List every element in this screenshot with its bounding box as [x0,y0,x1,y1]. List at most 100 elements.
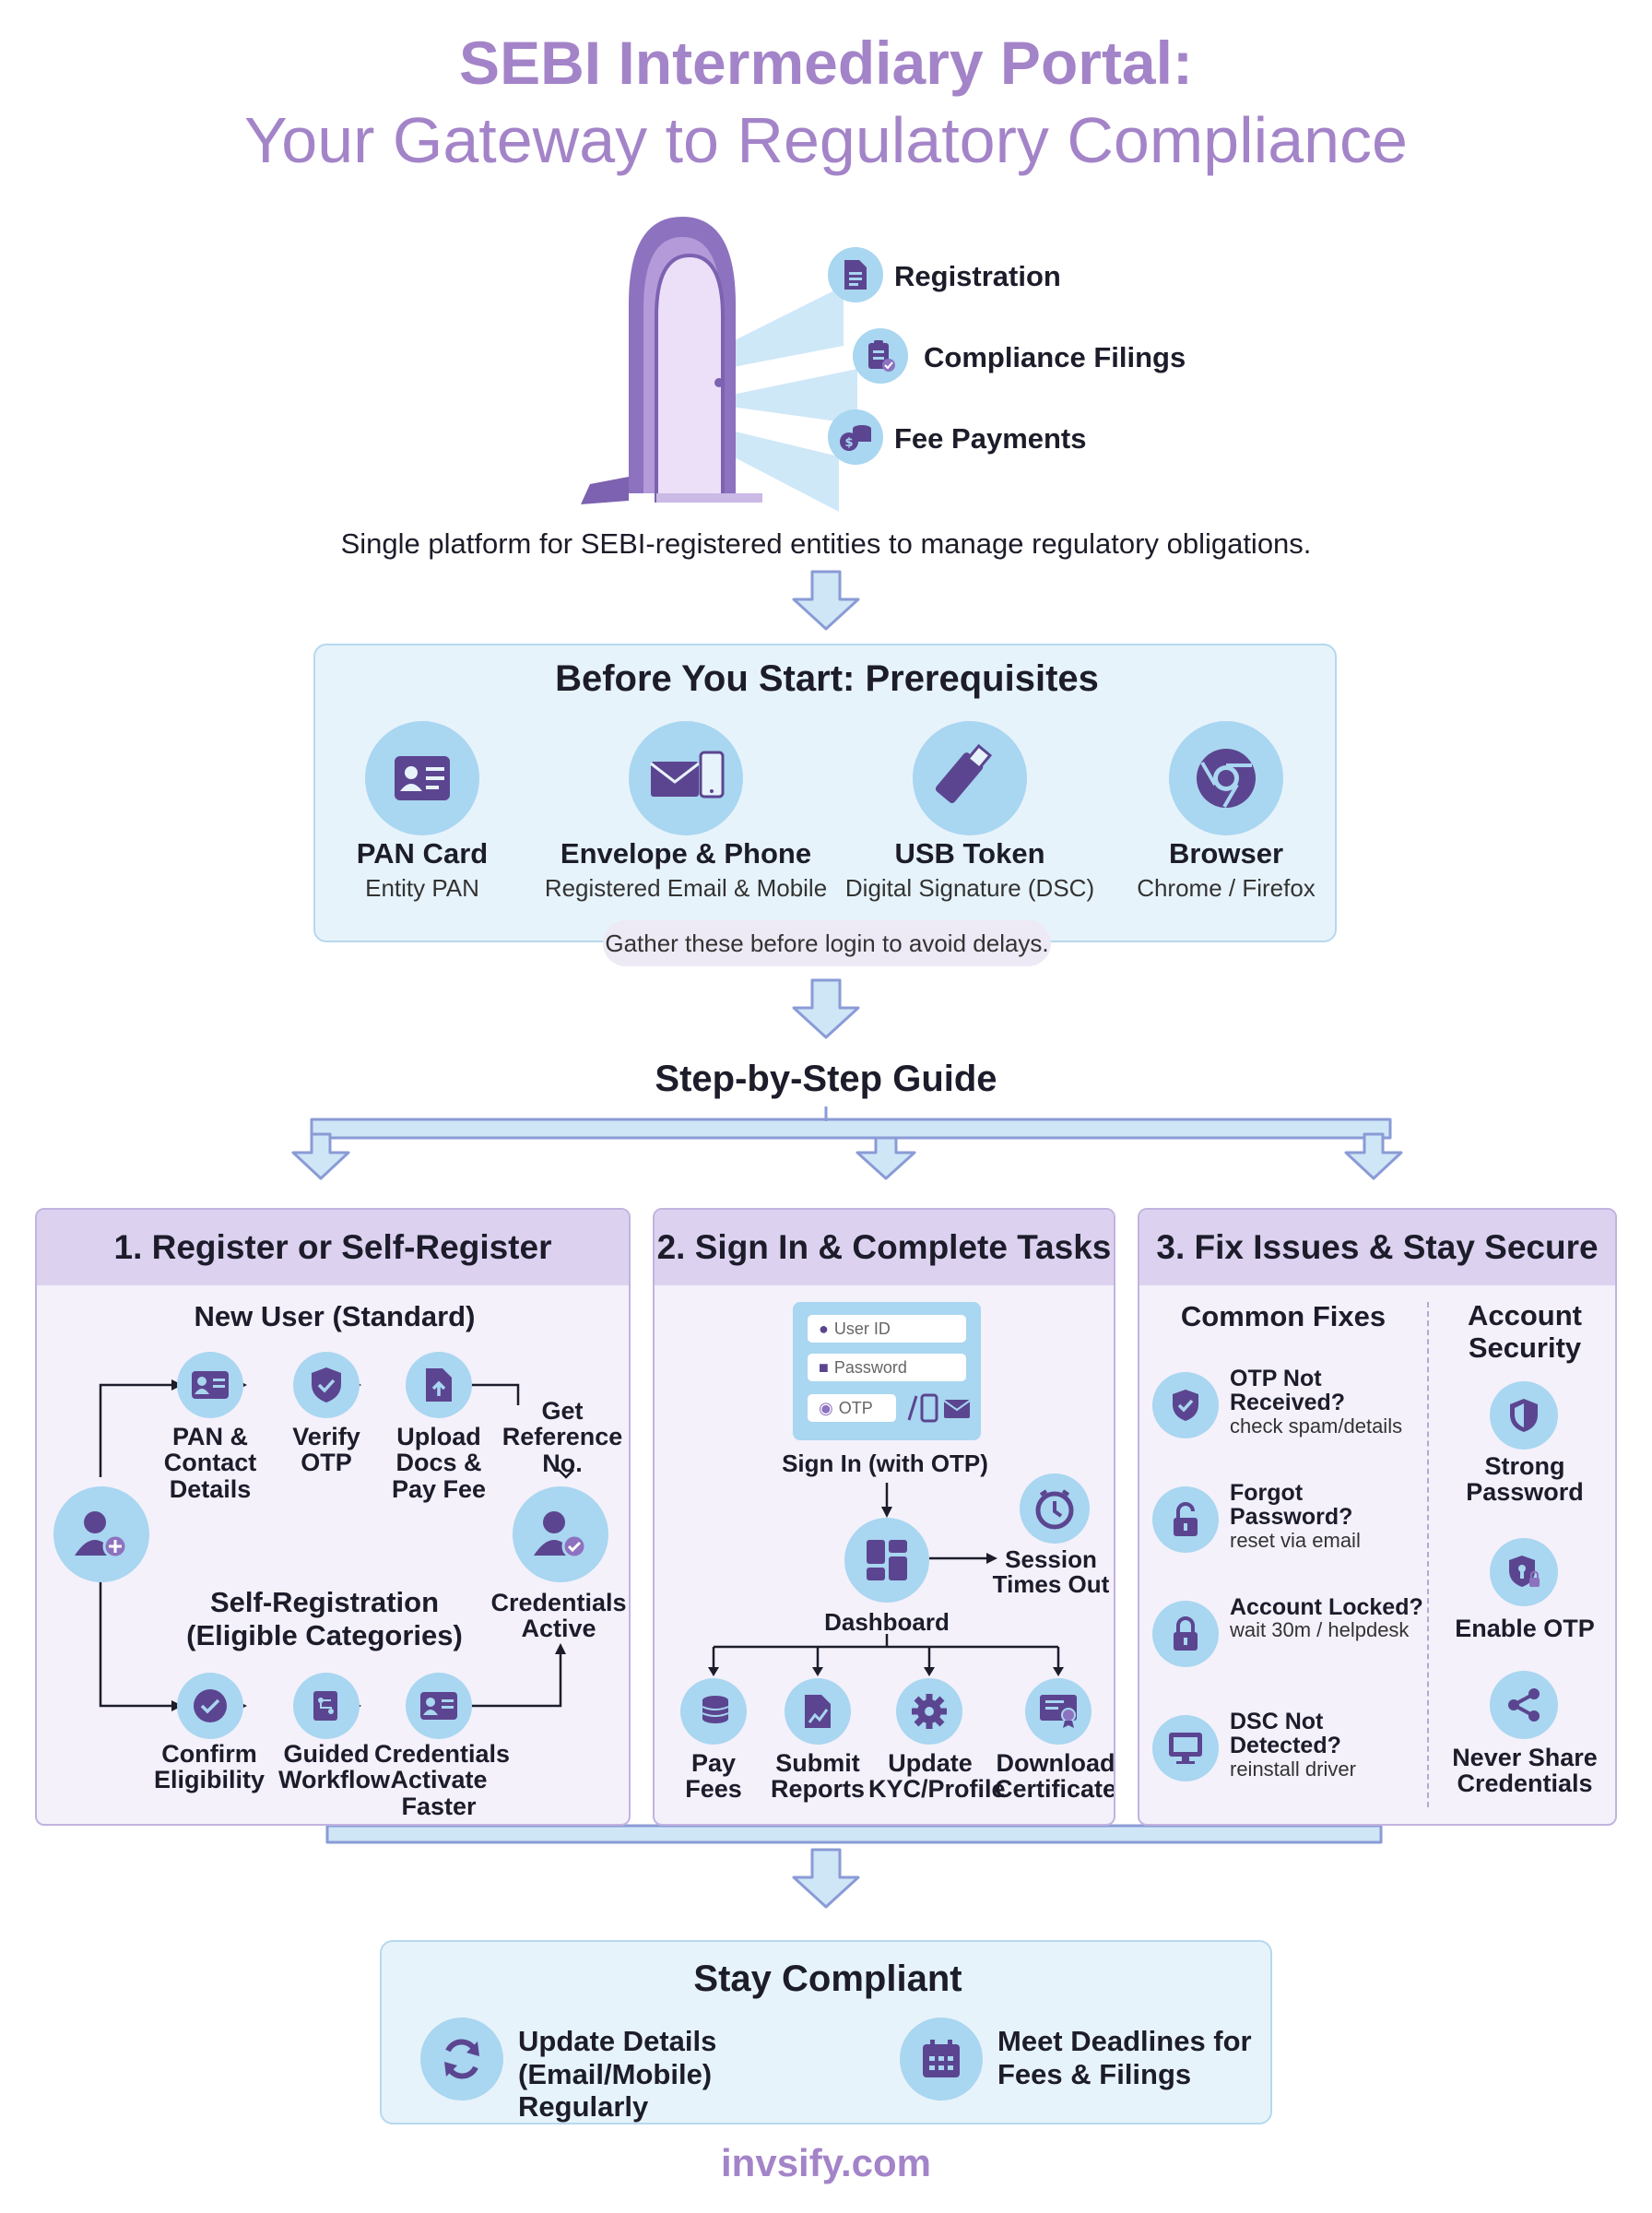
credentials-active-label: Credentials Active [490,1589,627,1643]
id-card-icon [365,721,479,835]
settings-gear-icon [896,1678,962,1745]
otp-field[interactable]: ◉ OTP [808,1394,896,1422]
down-arrow-3 [792,1848,860,1909]
gateway-fee-label: Fee Payments [894,422,1087,455]
shield-check-icon [293,1352,360,1418]
common-fixes-heading: Common Fixes [1180,1300,1386,1332]
step-verify-otp-label: Verify OTP [292,1423,360,1477]
user-check-icon [513,1486,608,1582]
fix-dsc-title: DSC Not Detected? [1230,1709,1341,1759]
envelope-phone-icon [629,721,743,835]
refresh-icon [420,2018,503,2101]
unlock-icon [1152,1486,1219,1553]
step-upload-docs-label: Upload Docs & Pay Fee [391,1423,487,1503]
footer-brand[interactable]: invsify.com [721,2141,931,2184]
prereq-usb-subtitle: Digital Signature (DSC) [844,874,1095,902]
lock-icon [1152,1601,1219,1667]
prereq-pan-subtitle: Entity PAN [365,874,479,902]
otp-check-icon [1152,1372,1219,1438]
fix-locked-hint: wait 30m / helpdesk [1230,1618,1410,1642]
gateway-registration-label: Registration [894,260,1061,292]
column-register-title: 1. Register or Self-Register [37,1210,629,1285]
password-field[interactable]: ■Password [808,1354,966,1381]
add-user-icon [53,1486,149,1582]
merge-bar [325,1824,1383,1844]
prereq-browser-title: Browser [1168,837,1284,870]
gateway-door-illustration [581,217,857,512]
user-id-field[interactable]: ●User ID [808,1315,966,1343]
column-signin: 2. Sign In & Complete Tasks ●User ID ■Pa… [653,1208,1115,1826]
step-confirm-eligibility-label: Confirm Eligibility [153,1740,265,1794]
self-reg-heading-line2: (Eligible Categories) [186,1619,463,1651]
fix-locked-title: Account Locked? [1230,1594,1423,1620]
otp-placeholder: OTP [838,1398,873,1417]
contact-card-icon [177,1352,243,1418]
compliant-meet-deadlines: Meet Deadlines for Fees & Filings [997,2025,1252,2090]
task-update-kyc-label: Update KYC/Profile [868,1749,1006,1804]
step-guided-workflow-label: Guided Workflow [278,1740,390,1794]
dashboard-label: Dashboard [824,1608,950,1636]
prerequisites-note: Gather these before login to avoid delay… [603,920,1051,966]
monitor-icon [1152,1715,1219,1781]
security-never-share-label: Never Share Credentials [1452,1744,1598,1798]
column-signin-title: 2. Sign In & Complete Tasks [655,1210,1114,1285]
stay-compliant-heading: Stay Compliant [693,1959,962,1999]
fix-otp-item: OTP Not Received? check spam/details [1230,1367,1423,1438]
fix-otp-hint: check spam/details [1230,1414,1403,1438]
new-user-heading: New User (Standard) [194,1300,476,1332]
self-reg-heading-line1: Self-Registration [209,1586,440,1618]
prerequisites-panel: Before You Start: Prerequisites PAN Card… [313,644,1337,966]
svg-text:$: $ [844,436,853,450]
column-fix-issues: 3. Fix Issues & Stay Secure Common Fixes… [1138,1208,1617,1826]
stay-compliant-panel: Stay Compliant Update Details (Email/Mob… [380,1940,1272,2124]
login-form: ●User ID ■Password ◉ OTP [793,1302,981,1440]
self-reg-heading: Self-Registration (Eligible Categories) [177,1586,472,1652]
calendar-icon [900,2018,983,2101]
task-download-cert-label: Download Certificate [994,1749,1115,1804]
fix-password-item: Forgot Password? reset via email [1230,1481,1423,1552]
password-placeholder: Password [833,1357,907,1377]
coins-icon: $ [828,409,883,465]
upload-doc-icon [406,1352,472,1418]
sign-in-label: Sign In (with OTP) [782,1450,988,1477]
check-circle-icon [177,1673,243,1739]
workflow-icon [293,1673,360,1739]
guide-heading: Step-by-Step Guide [655,1059,997,1099]
task-submit-reports-label: Submit Reports [770,1749,865,1804]
step-pan-contact-label: PAN & Contact Details [163,1423,257,1503]
account-security-heading: Account Security [1468,1299,1582,1364]
security-enable-otp-label: Enable OTP [1455,1615,1595,1642]
fix-dsc-hint: reinstall driver [1230,1757,1356,1781]
branch-bar [310,1118,1392,1140]
compliant-update-details: Update Details (Email/Mobile) Regularly [518,2025,717,2124]
session-timeout-label: Session Times Out [992,1545,1110,1599]
prereq-envelope-subtitle: Registered Email & Mobile [544,874,828,902]
security-strong-password-label: Strong Password [1466,1452,1584,1507]
fix-password-title: Forgot Password? [1230,1480,1353,1531]
otp-icon: ◉ [819,1398,833,1417]
user-id-placeholder: User ID [833,1319,891,1338]
browser-icon [1169,721,1283,835]
otp-channel-icons [907,1393,971,1423]
branch-arrow-left [291,1132,350,1180]
column-register: 1. Register or Self-Register New User (S… [35,1208,631,1826]
step-credentials-activate-label: Credentials Activate Faster [374,1740,511,1820]
fix-password-hint: reset via email [1230,1528,1361,1552]
prerequisites-heading: Before You Start: Prerequisites [555,658,1099,699]
down-arrow-2 [792,978,860,1039]
pay-coins-icon [680,1678,747,1745]
fix-otp-title: OTP Not Received? [1230,1366,1346,1416]
prereq-browser-subtitle: Chrome / Firefox [1137,874,1316,902]
column-fix-issues-title: 3. Fix Issues & Stay Secure [1139,1210,1615,1285]
column-divider [1427,1302,1429,1807]
dashboard-icon [844,1518,929,1603]
task-pay-fees-label: Pay Fees [685,1749,742,1804]
usb-token-icon [913,721,1027,835]
prereq-usb-title: USB Token [894,837,1045,870]
step-reference-label: Get Reference No. [502,1397,623,1477]
fix-dsc-item: DSC Not Detected? reinstall driver [1230,1710,1423,1781]
clock-icon [1020,1473,1090,1544]
gateway-compliance-label: Compliance Filings [924,341,1186,373]
prereq-envelope-title: Envelope & Phone [560,837,812,870]
